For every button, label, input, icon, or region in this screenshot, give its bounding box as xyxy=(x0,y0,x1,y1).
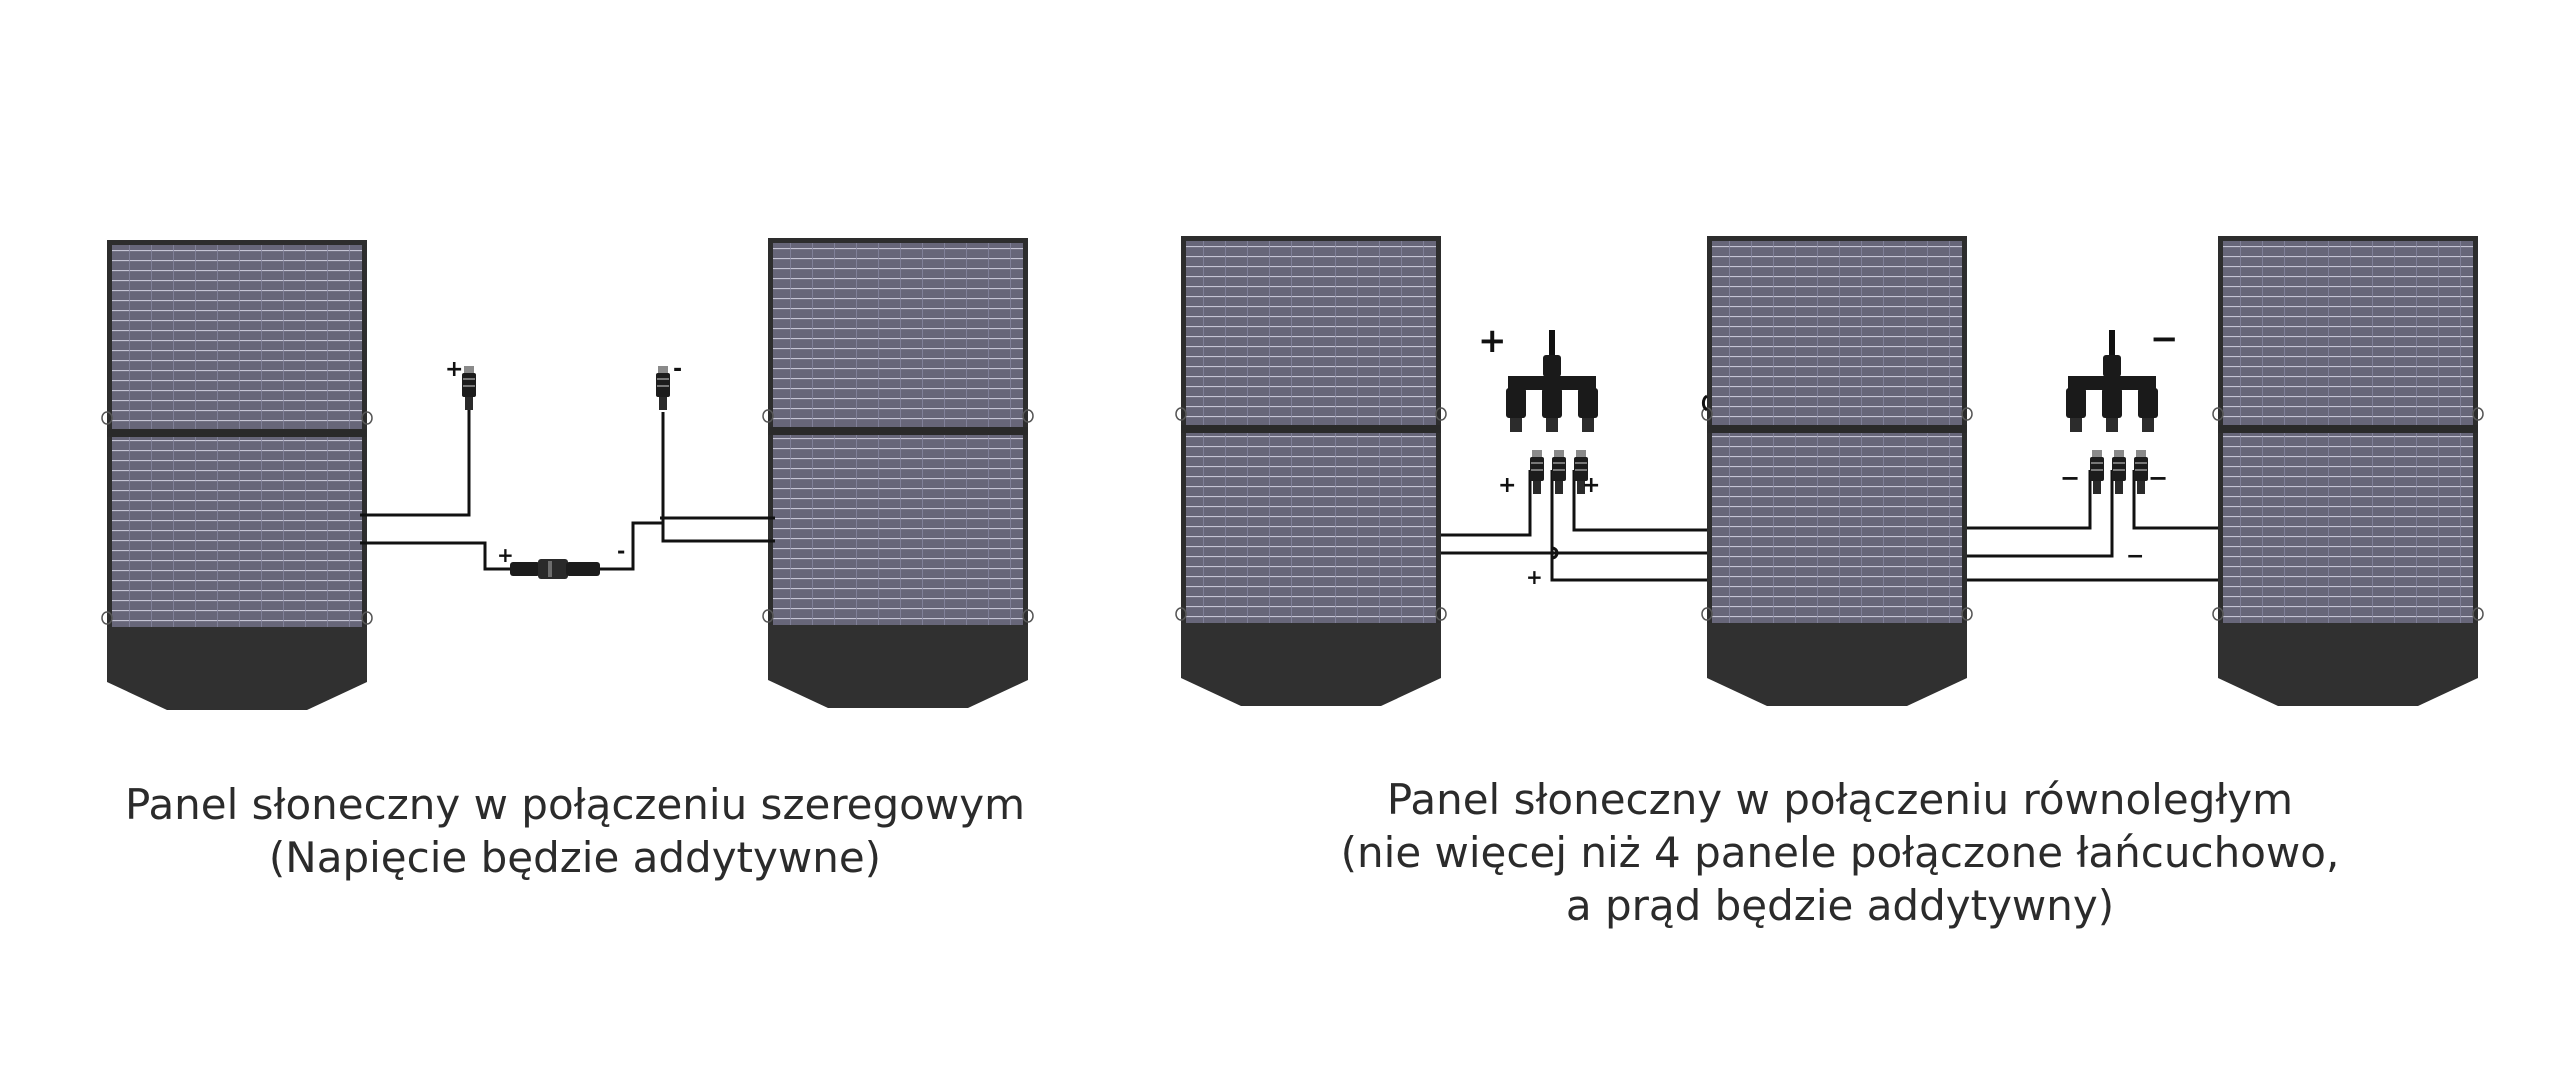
parallel-wire-right-negative xyxy=(2132,470,2218,530)
series-wire-positive xyxy=(360,410,471,517)
positive-plug-2-icon xyxy=(1552,450,1566,494)
parallel-wire-left-positive xyxy=(1441,470,1532,537)
parallel-panel-left xyxy=(1175,235,1447,707)
parallel-panel-right xyxy=(2212,235,2484,707)
negative-plug-2-icon xyxy=(2112,450,2126,494)
branch-connector-positive-icon xyxy=(1506,330,1598,432)
parallel-caption-line-3: a prąd będzie addytywny) xyxy=(1565,881,2115,930)
parallel-caption-line-1: Panel słoneczny w połączeniu równoległym xyxy=(1386,775,2294,824)
series-connector-label-positive: + xyxy=(497,543,514,567)
series-negative-plug-icon xyxy=(656,366,670,410)
parallel-label-pos-lower: + xyxy=(1526,565,1543,589)
series-wire-right-to-connector xyxy=(600,412,665,571)
series-connector-label-negative: - xyxy=(617,539,625,563)
parallel-label-pos-left: + xyxy=(1498,473,1516,498)
parallel-label-neg-right: − xyxy=(2148,464,2168,492)
series-panel-left xyxy=(101,239,373,711)
parallel-label-neg-left: − xyxy=(2060,464,2080,492)
branch-connector-negative-icon xyxy=(2066,330,2158,432)
parallel-wire-middle-lower xyxy=(1967,470,2114,558)
series-caption-line-2: (Napięcie będzie addytywne) xyxy=(268,833,882,882)
parallel-diagram: + − + + + − − − xyxy=(1175,235,2484,707)
parallel-middle-left-loop xyxy=(1701,394,1708,412)
negative-plug-3-icon xyxy=(2134,450,2148,494)
negative-plug-1-icon xyxy=(2090,450,2104,494)
parallel-wire-middle-positive xyxy=(1572,470,1707,532)
parallel-wires xyxy=(1441,394,2218,582)
parallel-wire-jump xyxy=(1551,546,1559,560)
series-wire-negative-lower xyxy=(661,523,775,543)
series-caption-line-1: Panel słoneczny w połączeniu szeregowym xyxy=(125,780,1025,829)
series-label-positive: + xyxy=(445,357,463,382)
parallel-branch-label-negative: − xyxy=(2150,319,2179,359)
series-positive-plug-icon xyxy=(462,366,476,410)
parallel-label-neg-lower: − xyxy=(2126,544,2144,569)
series-wires xyxy=(360,410,775,571)
parallel-label-pos-right: + xyxy=(1582,473,1600,498)
series-panel-right xyxy=(762,237,1034,709)
series-diagram: + - + - xyxy=(101,237,1034,711)
parallel-branch-label-positive: + xyxy=(1478,321,1507,361)
series-wire-left-to-connector xyxy=(360,541,510,571)
series-mc4-connector-icon xyxy=(510,559,600,579)
parallel-panel-middle xyxy=(1701,235,1973,707)
parallel-wire-lower-positive xyxy=(1550,553,1707,582)
parallel-caption-line-2: (nie więcej niż 4 panele połączone łańcu… xyxy=(1340,828,2340,877)
series-caption: Panel słoneczny w połączeniu szeregowym … xyxy=(20,778,1130,884)
series-label-negative: - xyxy=(673,357,682,382)
positive-plug-1-icon xyxy=(1530,450,1544,494)
parallel-wire-middle-negative xyxy=(1967,470,2092,530)
parallel-caption: Panel słoneczny w połączeniu równoległym… xyxy=(1180,773,2500,932)
